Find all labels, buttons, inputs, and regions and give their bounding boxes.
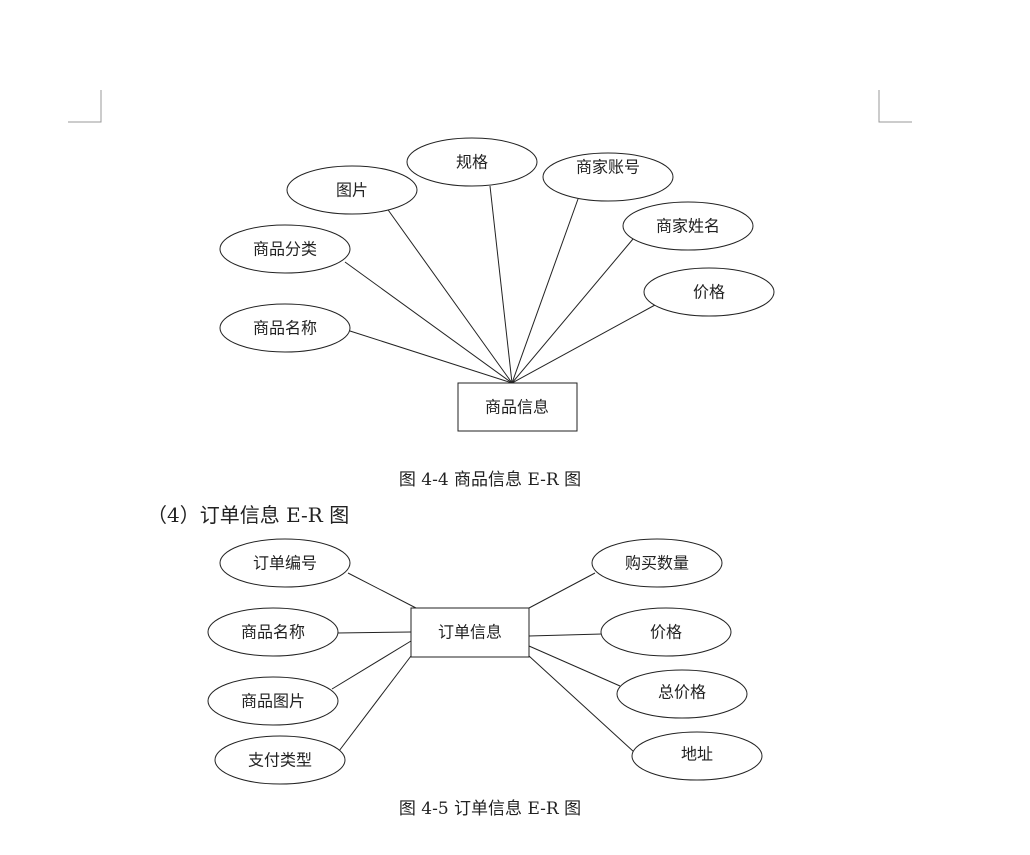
link-order-product-name (336, 631, 412, 634)
er-diagram-order: 订单编号 购买数量 商品名称 价格 商品图片 总价格 支付类型 地址 (207, 538, 763, 785)
page-corner-mark-left (68, 90, 102, 123)
link-spec (489, 185, 513, 384)
link-product-name (349, 330, 513, 384)
attr-merchant-name: 商家姓名 (622, 201, 754, 251)
link-order-number (347, 572, 417, 609)
attr-price-label: 价格 (693, 283, 725, 302)
attr-merchant-account: 商家账号 (542, 152, 674, 202)
entity-order-info: 订单信息 (410, 607, 530, 658)
section-heading: （4）订单信息 E-R 图 (147, 503, 349, 527)
attr-price: 价格 (643, 267, 775, 317)
er-diagram-product: 规格 图片 商家账号 商品分类 商家姓名 价格 商品名称 商品信息 (219, 137, 775, 432)
attr-order-product-name: 商品名称 (207, 607, 339, 657)
link-merchant-account (511, 198, 579, 384)
attr-quantity-label: 购买数量 (625, 554, 689, 573)
attr-order-price: 价格 (600, 607, 732, 657)
figure-caption-4-4: 图 4-4 商品信息 E-R 图 (399, 470, 581, 490)
attr-image: 图片 (286, 165, 418, 215)
attr-product-image: 商品图片 (207, 676, 339, 726)
link-image (385, 206, 513, 384)
attr-quantity: 购买数量 (591, 538, 723, 588)
attr-image-label: 图片 (336, 181, 368, 200)
figure-caption-4-5: 图 4-5 订单信息 E-R 图 (399, 799, 581, 819)
attr-product-image-label: 商品图片 (241, 692, 305, 711)
attr-order-number-label: 订单编号 (253, 554, 317, 573)
attr-address-label: 地址 (681, 745, 713, 764)
attr-payment-type-label: 支付类型 (248, 751, 312, 770)
link-payment-type (338, 655, 412, 752)
entity-product-info-label: 商品信息 (485, 398, 549, 417)
page-corner-mark-right (878, 90, 912, 123)
attr-total-price: 总价格 (616, 669, 748, 719)
link-category (344, 261, 513, 384)
link-quantity (528, 572, 596, 609)
attr-merchant-account-label: 商家账号 (576, 158, 640, 177)
attr-order-price-label: 价格 (650, 623, 682, 642)
attr-product-name-label: 商品名称 (253, 319, 317, 338)
attr-spec-label: 规格 (456, 153, 488, 172)
attr-category: 商品分类 (219, 224, 351, 274)
attr-spec: 规格 (406, 137, 538, 187)
attr-category-label: 商品分类 (253, 240, 317, 259)
link-order-price (528, 633, 603, 637)
link-product-image (331, 640, 412, 690)
attr-order-number: 订单编号 (219, 538, 351, 588)
attr-payment-type: 支付类型 (214, 735, 346, 785)
link-merchant-name (511, 238, 634, 384)
attr-total-price-label: 总价格 (658, 683, 706, 702)
link-total-price (528, 645, 621, 687)
link-address (528, 655, 635, 753)
attr-merchant-name-label: 商家姓名 (656, 217, 720, 236)
attr-product-name: 商品名称 (219, 303, 351, 353)
entity-product-info: 商品信息 (457, 382, 578, 432)
entity-order-info-label: 订单信息 (438, 623, 502, 642)
attr-order-product-name-label: 商品名称 (241, 623, 305, 642)
link-price (511, 304, 656, 384)
attr-address: 地址 (631, 731, 763, 781)
